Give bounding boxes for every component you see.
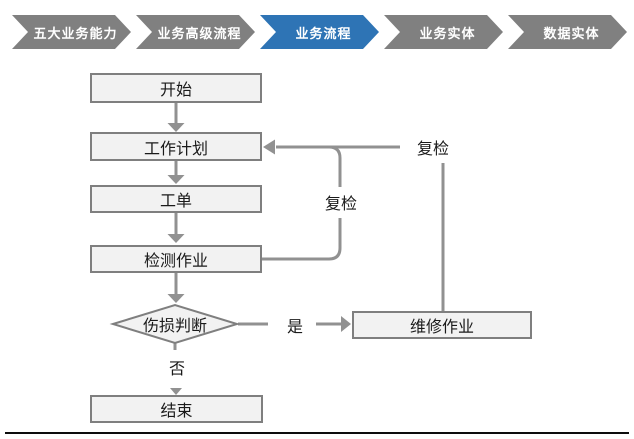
edge-label-no: 否: [168, 359, 185, 378]
node-inspection-label: 检测作业: [143, 251, 208, 270]
breadcrumb-step-business-entity[interactable]: 业务实体: [384, 15, 503, 49]
node-end: 结束: [90, 395, 263, 423]
bottom-border-line: [5, 432, 629, 434]
breadcrumb-step-label: 业务流程: [295, 26, 352, 42]
breadcrumb-step-business-process-active[interactable]: 业务流程: [260, 15, 379, 49]
node-inspection: 检测作业: [90, 245, 262, 273]
breadcrumb-step-data-entity[interactable]: 数据实体: [508, 15, 627, 49]
node-work-plan-label: 工作计划: [143, 138, 208, 158]
node-start: 开始: [90, 73, 262, 103]
edge-label-recheck-outer: 复检: [416, 139, 449, 158]
decision-diamond-shape: [109, 303, 241, 345]
node-start-label: 开始: [159, 80, 192, 99]
breadcrumb-step-high-level-process[interactable]: 业务高级流程: [136, 15, 255, 49]
breadcrumb-step-label: 五大业务能力: [33, 26, 118, 42]
edge-label-recheck-inner: 复检: [324, 194, 357, 213]
node-end-label: 结束: [160, 401, 193, 420]
breadcrumb-step-label: 业务实体: [419, 26, 476, 42]
node-damage-decision-label: 伤损判断: [142, 316, 207, 335]
edge-label-yes: 是: [286, 317, 303, 336]
breadcrumb: 五大业务能力 业务高级流程 业务流程 业务实体 数据实体: [12, 15, 627, 49]
breadcrumb-step-label: 数据实体: [543, 26, 600, 42]
breadcrumb-step-five-capabilities[interactable]: 五大业务能力: [12, 15, 131, 49]
node-work-order-label: 工单: [159, 191, 192, 210]
node-repair-label: 维修作业: [409, 317, 474, 336]
node-work-order: 工单: [90, 185, 262, 213]
breadcrumb-step-label: 业务高级流程: [157, 26, 242, 42]
node-damage-decision: 伤损判断: [113, 305, 237, 343]
node-repair: 维修作业: [352, 311, 532, 339]
node-work-plan: 工作计划: [90, 132, 262, 161]
